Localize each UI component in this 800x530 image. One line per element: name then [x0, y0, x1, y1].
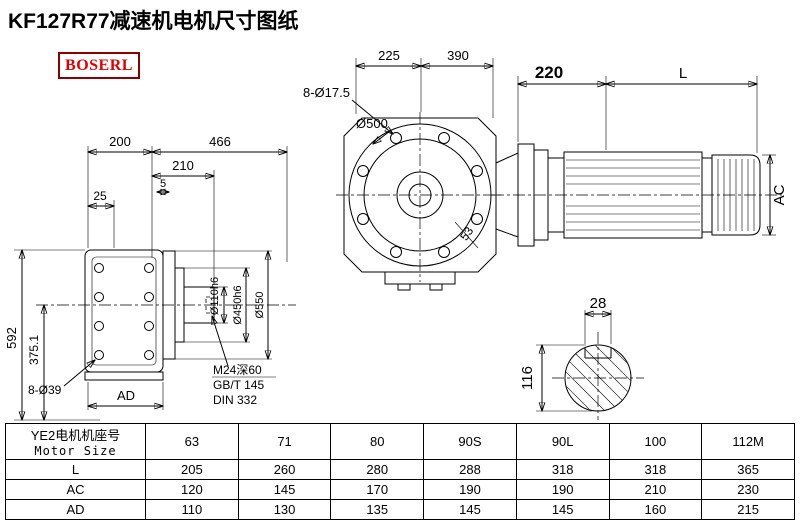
bolt-hole [144, 263, 154, 273]
fan-cover [711, 154, 761, 236]
row-label-L: L [5, 459, 146, 480]
dim-label-flange-dia-side: Ø550 [254, 292, 266, 319]
dim-label-390: 390 [447, 48, 469, 63]
cell-L-80: 280 [330, 459, 425, 480]
bolt-hole [438, 132, 450, 144]
brand-logo: BOSERL [58, 52, 140, 79]
dim-label-592: 592 [4, 327, 19, 349]
shaft-section-view: 28 116 [519, 295, 644, 420]
cell-AD-90s: 145 [423, 499, 517, 520]
flange-circle-inner [363, 138, 477, 252]
cell-L-71: 260 [237, 459, 332, 480]
dim-label-L: L [679, 65, 687, 82]
bolt-hole [390, 132, 402, 144]
tap-note-3: DIN 332 [213, 393, 257, 407]
cell-L-100: 318 [608, 459, 703, 480]
cell-AD-80: 135 [330, 499, 425, 520]
bolt-hole [94, 263, 104, 273]
gearbox-side-body [84, 249, 164, 373]
table-row-L: L 205 260 280 288 318 318 365 [5, 459, 795, 480]
bolt-note-front: 8-Ø17.5 [303, 85, 350, 100]
bolt-note-side: 8-Ø39 [28, 383, 62, 397]
cell-L-90l: 318 [515, 459, 610, 480]
tap-note-2: GB/T 145 [213, 378, 264, 392]
bolt-hole [144, 350, 154, 360]
technical-drawing: 225 390 8-Ø17.5 Ø500 53 [4, 48, 788, 423]
col-header-90l: 90L [515, 423, 610, 460]
side-view: 200 466 210 5 25 592 375.1 8-Ø39 AD Ø110… [4, 134, 296, 420]
cell-AC-112m: 230 [701, 479, 795, 500]
dimension-table: YE2电机机座号 Motor Size 63 71 80 90S 90L 100… [5, 423, 795, 520]
table-header-row: YE2电机机座号 Motor Size 63 71 80 90S 90L 100… [5, 423, 795, 460]
col-header-80: 80 [330, 423, 425, 460]
bolt-hole [357, 213, 369, 225]
dim-label-466: 466 [209, 134, 231, 149]
col-header-71: 71 [237, 423, 332, 460]
bolt-hole [94, 350, 104, 360]
bolt-hole [390, 246, 402, 258]
dim-label-AD: AD [117, 388, 135, 403]
bolt-hole [94, 292, 104, 302]
cell-AC-71: 145 [237, 479, 332, 500]
dim-label-53: 53 [457, 224, 476, 243]
motor-size-header-en: Motor Size [34, 444, 117, 458]
col-header-100: 100 [608, 423, 703, 460]
cell-L-90s: 288 [423, 459, 517, 480]
bolt-hole [94, 321, 104, 331]
col-header-112m: 112M [701, 423, 795, 460]
dim-label-25: 25 [93, 189, 107, 203]
dim-label-116: 116 [519, 366, 536, 390]
bolt-hole [471, 165, 483, 177]
bolt-hole [438, 246, 450, 258]
dim-label-AC: AC [771, 184, 788, 205]
row-label-AD: AD [5, 499, 146, 520]
dim-label-shaft-dia: Ø110h6 [209, 277, 221, 315]
dim-label-375-1: 375.1 [27, 335, 41, 365]
cell-AC-90s: 190 [423, 479, 517, 500]
col-header-90s: 90S [423, 423, 517, 460]
brand-text: BOSERL [65, 56, 133, 74]
cell-AC-90l: 190 [515, 479, 610, 500]
cell-AC-80: 170 [330, 479, 425, 500]
gearbox-housing-outline [343, 117, 497, 273]
cell-AD-112m: 215 [701, 499, 795, 520]
cell-L-112m: 365 [701, 459, 795, 480]
row-label-AC: AC [5, 479, 146, 500]
cell-AD-63: 110 [145, 499, 239, 520]
dim-label-225: 225 [378, 48, 400, 63]
cell-AD-100: 160 [608, 499, 703, 520]
page-title: KF127R77减速机电机尺寸图纸 [8, 10, 299, 33]
dim-label-5: 5 [160, 178, 166, 190]
dim-label-200: 200 [109, 134, 131, 149]
cell-AC-63: 120 [145, 479, 239, 500]
cell-L-63: 205 [145, 459, 239, 480]
bolt-hole [144, 292, 154, 302]
motor-size-header: YE2电机机座号 Motor Size [5, 423, 146, 460]
bolt-hole [144, 321, 154, 331]
dim-label-spigot-dia: Ø450h6 [232, 285, 244, 324]
cell-AD-90l: 145 [515, 499, 610, 520]
tap-note-1: M24深60 [213, 363, 262, 377]
motor-size-header-cn: YE2电机机座号 [30, 428, 121, 443]
front-view: 225 390 8-Ø17.5 Ø500 53 [303, 48, 504, 291]
cell-AC-100: 210 [608, 479, 703, 500]
flange-circle-outer [348, 123, 492, 267]
cell-AD-71: 130 [237, 499, 332, 520]
flange-dia-label: Ø500 [356, 116, 388, 131]
shaft-section-circle [564, 344, 632, 412]
motor-view: 220 L AC [492, 63, 788, 247]
bolt-hole [471, 213, 483, 225]
table-row-AC: AC 120 145 170 190 190 210 230 [5, 479, 795, 500]
dim-label-28: 28 [590, 295, 607, 312]
table-row-AD: AD 110 130 135 145 145 160 215 [5, 499, 795, 520]
dim-label-210: 210 [172, 158, 194, 173]
shaft-bore-circle [396, 171, 444, 219]
col-header-63: 63 [145, 423, 239, 460]
dim-label-220: 220 [535, 63, 563, 82]
bolt-hole [357, 165, 369, 177]
